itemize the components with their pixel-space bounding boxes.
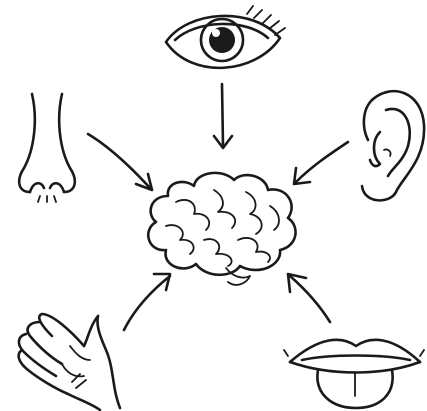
eye-icon (166, 6, 285, 68)
brain-icon (148, 173, 295, 285)
hand-icon (19, 314, 120, 410)
arrow-ear-to-brain (294, 142, 348, 184)
nose-icon (19, 94, 75, 202)
arrow-eye-to-brain (214, 84, 232, 148)
arrow-hand-to-brain (124, 274, 170, 330)
arrow-mouth-to-brain (288, 274, 330, 322)
mouth-tongue-icon (284, 340, 424, 408)
connection-arrows (88, 84, 348, 330)
arrow-nose-to-brain (88, 134, 152, 190)
ear-icon (362, 91, 424, 200)
